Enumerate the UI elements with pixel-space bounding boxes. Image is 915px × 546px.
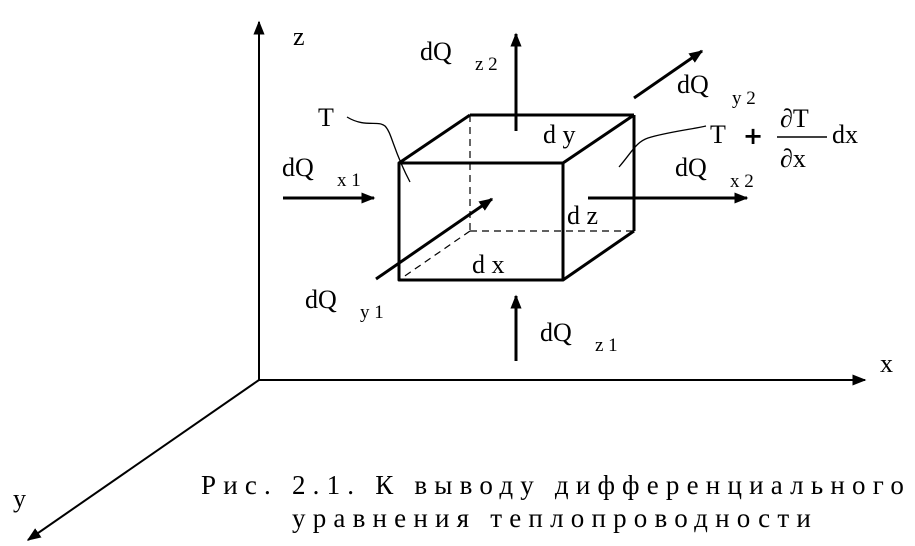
flow-label-dq-y1: dQ y 1 <box>305 285 384 323</box>
coordinate-axes <box>26 20 867 541</box>
figure-caption-line-1: Рис. 2.1. К выводу дифференциального <box>201 470 911 500</box>
svg-text:dQ: dQ <box>282 153 314 182</box>
partial-derivative-denominator: ∂x <box>780 144 806 173</box>
svg-text:y 2: y 2 <box>732 88 756 109</box>
svg-text:z 1: z 1 <box>595 335 618 356</box>
y-axis-line <box>26 379 260 541</box>
svg-text:dQ: dQ <box>305 285 337 314</box>
elementary-volume <box>397 113 636 282</box>
svg-text:x 1: x 1 <box>337 170 361 191</box>
svg-text:dQ: dQ <box>420 37 452 66</box>
svg-text:dQ: dQ <box>677 70 709 99</box>
flow-label-dq-z1: dQ z 1 <box>540 318 618 356</box>
partial-derivative-numerator: ∂T <box>780 104 809 133</box>
dx-factor: dx <box>832 120 858 149</box>
temperature-label-left: T <box>318 103 334 132</box>
heat-flow-arrows <box>283 32 749 361</box>
temperature-leader-left <box>346 116 411 183</box>
svg-text:z 2: z 2 <box>475 54 498 75</box>
flow-label-dq-x2: dQ x 2 <box>675 153 754 192</box>
z-axis-label: z <box>293 22 305 51</box>
flow-label-dq-z2: dQ z 2 <box>420 37 498 75</box>
temperature-leader-right <box>618 125 707 168</box>
svg-text:dQ: dQ <box>540 318 572 347</box>
hidden-edges <box>398 115 634 281</box>
edge-label-dy: d y <box>543 120 576 149</box>
edge-label-dz: d z <box>567 201 598 230</box>
edge-label-dx: d x <box>472 250 505 279</box>
arrow-dq-y1 <box>375 197 494 281</box>
visible-edges <box>397 113 636 282</box>
plus-sign: + <box>743 122 763 150</box>
svg-text:x 2: x 2 <box>730 171 754 192</box>
flow-label-dq-y2: dQ y 2 <box>677 70 756 109</box>
flow-label-dq-x1: dQ x 1 <box>282 153 361 191</box>
y-axis-label: y <box>13 484 26 513</box>
x-axis-label: x <box>880 349 893 378</box>
svg-text:y 1: y 1 <box>360 302 384 323</box>
figure-caption-line-2: уравнения теплопроводности <box>292 503 818 533</box>
svg-text:dQ: dQ <box>675 153 707 182</box>
arrow-dq-y2 <box>633 49 704 100</box>
temperature-label-right: T <box>710 120 726 149</box>
